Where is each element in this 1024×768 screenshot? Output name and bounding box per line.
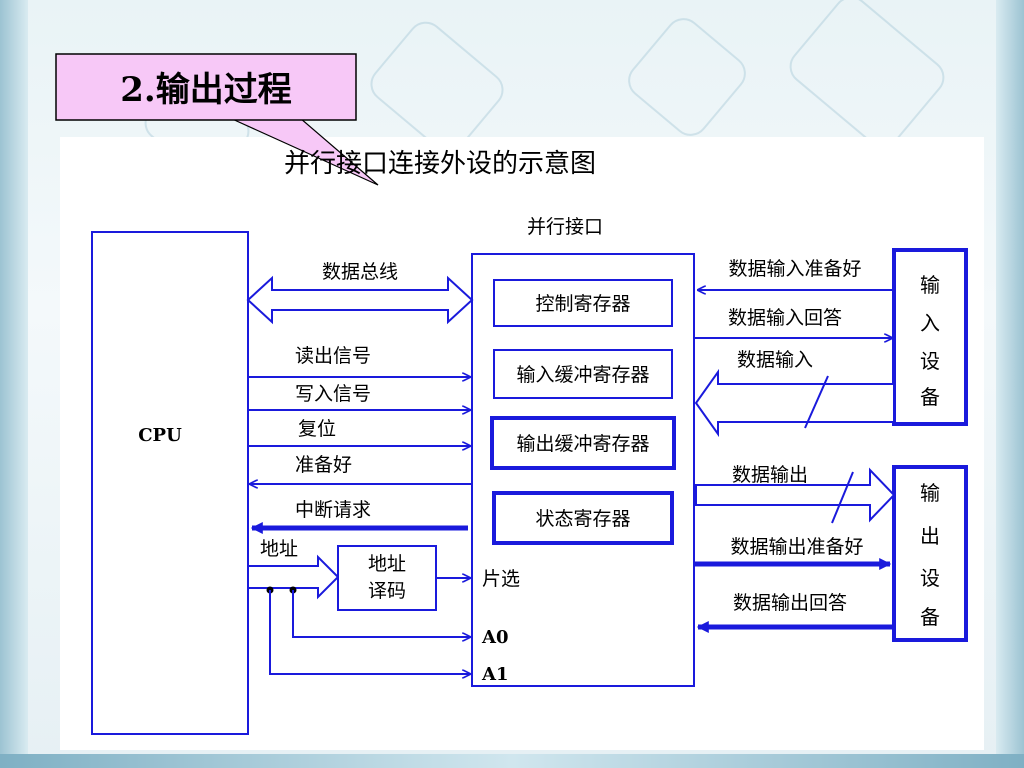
output-device-char-4: 备 (920, 605, 940, 629)
control-register (493, 279, 673, 327)
output-buffer-register-label: 输出缓冲寄存器 (516, 433, 649, 455)
interface-label: 并行接口 (527, 216, 603, 238)
slide-frame-left (0, 0, 28, 768)
read-signal-label: 读出信号 (295, 345, 371, 367)
output-buffer-register (490, 416, 676, 470)
data-output-arrow (695, 467, 896, 523)
output-device-box (892, 465, 968, 642)
bus-width-slash (804, 375, 829, 429)
input-ready-label: 数据输入准备好 (728, 258, 861, 280)
reset-signal-label: 复位 (298, 418, 336, 440)
slide-title: 2.输出过程 (120, 70, 292, 110)
bus-width-slash (831, 471, 854, 524)
data-bus-label: 数据总线 (322, 261, 398, 283)
output-device-char-3: 设 (920, 566, 940, 590)
data-output-label: 数据输出 (732, 464, 808, 486)
input-device-char-1: 输 (920, 273, 940, 297)
cpu-label: CPU (138, 425, 182, 446)
address-decoder-box (337, 545, 437, 611)
a0-line (292, 590, 470, 637)
output-device-char-1: 输 (920, 481, 940, 505)
data-input-arrow (694, 368, 895, 438)
interrupt-request-label: 中断请求 (295, 499, 371, 521)
status-register (492, 491, 674, 545)
output-ack-label: 数据输出回答 (733, 592, 847, 614)
a0-label: A0 (481, 627, 509, 648)
input-device-char-2: 入 (920, 311, 940, 335)
diagram-title: 并行接口连接外设的示意图 (284, 149, 596, 179)
cpu-box (91, 231, 249, 735)
output-ready-label: 数据输出准备好 (730, 536, 863, 558)
address-decoder-label-1: 地址 (368, 553, 406, 575)
chip-select-label: 片选 (482, 568, 520, 590)
input-device-char-4: 备 (920, 385, 940, 409)
slide-bottom-bar (0, 754, 1024, 768)
address-label: 地址 (260, 538, 298, 560)
input-device-char-3: 设 (920, 349, 940, 373)
input-device-box (892, 248, 968, 426)
input-buffer-register (493, 349, 673, 399)
status-register-label: 状态寄存器 (535, 508, 630, 530)
write-signal-label: 写入信号 (295, 383, 371, 405)
ready-signal-label: 准备好 (295, 454, 352, 476)
input-ack-label: 数据输入回答 (728, 307, 842, 329)
output-device-char-2: 出 (920, 524, 940, 548)
input-buffer-register-label: 输入缓冲寄存器 (516, 364, 649, 386)
a1-label: A1 (481, 664, 509, 685)
address-decoder-label-2: 译码 (368, 580, 406, 602)
slide-frame-right (996, 0, 1024, 768)
control-register-label: 控制寄存器 (535, 293, 630, 315)
title-callout: 2.输出过程 (55, 53, 379, 186)
data-input-label: 数据输入 (737, 349, 813, 371)
a1-line (269, 590, 470, 674)
callout-box (55, 53, 357, 121)
data-bus-arrow (246, 275, 474, 325)
